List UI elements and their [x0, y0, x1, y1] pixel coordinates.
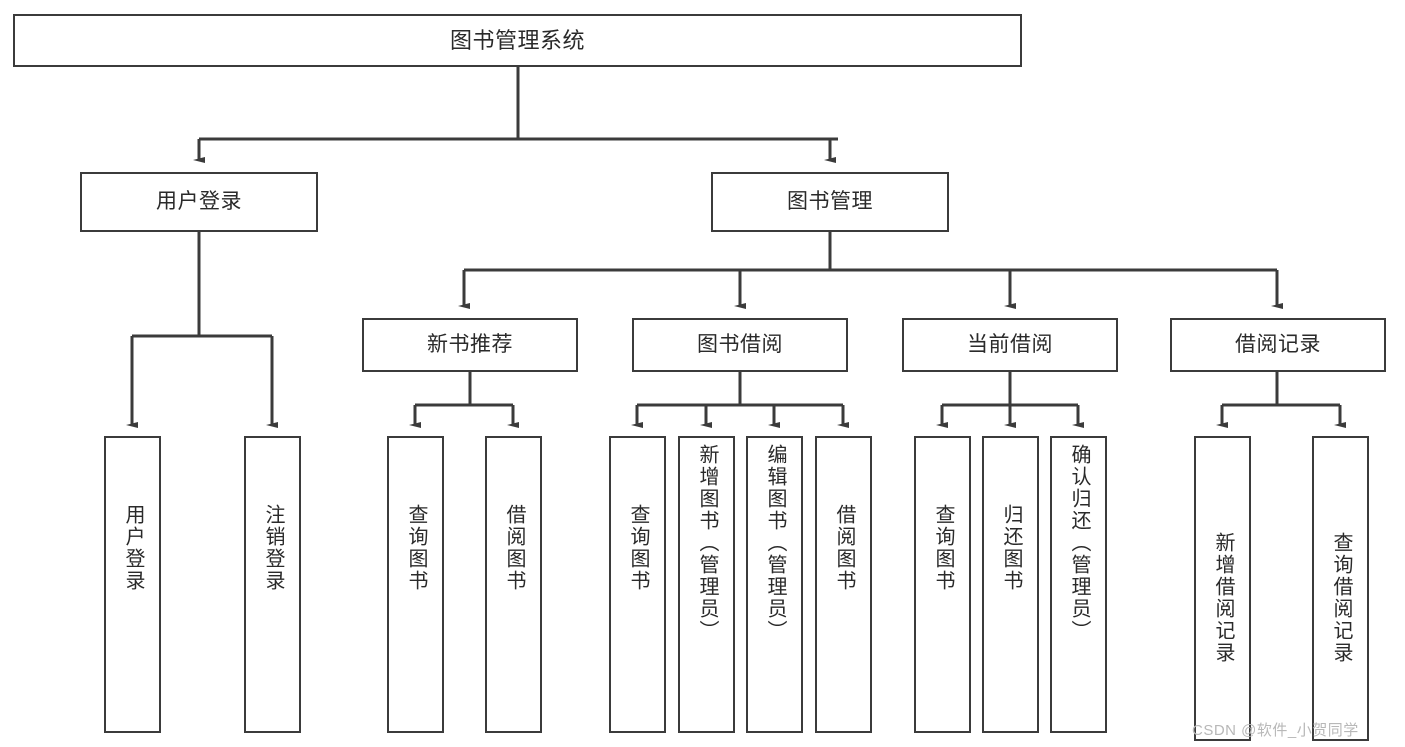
csdn-watermark: CSDN @软件_小贺同学: [1192, 722, 1359, 739]
node-label: 归还图书: [1000, 504, 1022, 592]
node-label: 查询图书: [405, 504, 427, 592]
node-label: 查询图书: [932, 504, 954, 592]
leaf-edit-book-admin[interactable]: 编辑图书（管理员）: [746, 436, 803, 733]
leaf-query-book-recommendation[interactable]: 查询图书: [387, 436, 444, 733]
node-label: 查询图书: [627, 504, 649, 592]
leaf-add-borrow-record[interactable]: 新增借阅记录: [1194, 436, 1251, 741]
leaf-borrow-book-recommendation[interactable]: 借阅图书: [485, 436, 542, 733]
node-label: 编辑图书（管理员）: [764, 444, 786, 642]
leaf-query-book-borrowing[interactable]: 查询图书: [609, 436, 666, 733]
leaf-add-book-admin[interactable]: 新增图书（管理员）: [678, 436, 735, 733]
node-label: 注销登录: [262, 504, 284, 592]
leaf-confirm-return-admin[interactable]: 确认归还（管理员）: [1050, 436, 1107, 733]
node-label: 当前借阅: [967, 332, 1053, 356]
node-label: 查询借阅记录: [1330, 532, 1352, 664]
node-label: 图书管理系统: [449, 27, 585, 53]
node-book-management[interactable]: 图书管理: [711, 172, 949, 232]
leaf-logout[interactable]: 注销登录: [244, 436, 301, 733]
node-label: 用户登录: [156, 189, 242, 213]
leaf-user-login[interactable]: 用户登录: [104, 436, 161, 733]
leaf-query-book-current[interactable]: 查询图书: [914, 436, 971, 733]
leaf-borrow-book-borrowing[interactable]: 借阅图书: [815, 436, 872, 733]
node-label: 借阅图书: [503, 504, 525, 592]
leaf-query-borrow-record[interactable]: 查询借阅记录: [1312, 436, 1369, 741]
node-label: 图书借阅: [697, 332, 783, 356]
node-label: 借阅记录: [1235, 332, 1321, 356]
node-borrowing-record[interactable]: 借阅记录: [1170, 318, 1386, 372]
node-label: 新书推荐: [427, 332, 513, 356]
node-label: 图书管理: [787, 189, 873, 213]
node-user-login[interactable]: 用户登录: [80, 172, 318, 232]
node-label: 确认归还（管理员）: [1068, 444, 1090, 642]
node-label: 用户登录: [122, 504, 144, 592]
leaf-return-book[interactable]: 归还图书: [982, 436, 1039, 733]
node-current-borrowing[interactable]: 当前借阅: [902, 318, 1118, 372]
node-root-book-management-system[interactable]: 图书管理系统: [13, 14, 1022, 67]
node-label: 新增借阅记录: [1212, 532, 1234, 664]
node-label: 借阅图书: [833, 504, 855, 592]
node-book-borrowing[interactable]: 图书借阅: [632, 318, 848, 372]
node-label: 新增图书（管理员）: [696, 444, 718, 642]
node-new-book-recommendation[interactable]: 新书推荐: [362, 318, 578, 372]
